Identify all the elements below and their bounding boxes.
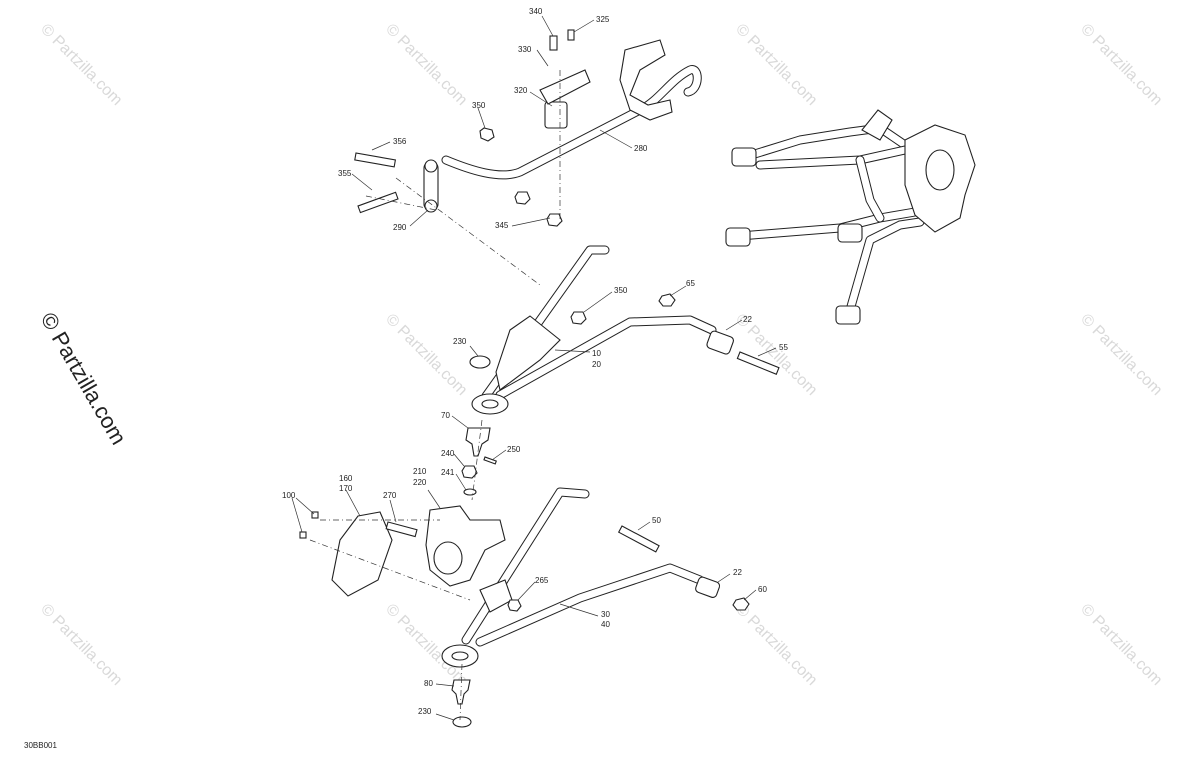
circlip-230-upper [469,355,491,369]
callout-170: 170 [339,484,353,493]
assembled-suspension-view [725,109,976,325]
callout-65: 65 [686,279,695,288]
callout-160: 160 [339,474,353,483]
bolt-325 [567,29,575,41]
upper-arm-gusset [495,315,561,391]
diagram-code: 30BB001 [24,741,57,750]
callout-60: 60 [758,585,767,594]
callout-22-lower: 22 [733,568,742,577]
callout-80: 80 [424,679,433,688]
nut-350-mid [570,311,587,325]
bolt-356 [354,152,397,168]
stabilizer-bushing [544,101,568,129]
callout-labels: 340 325 330 320 350 356 355 290 280 345 … [282,7,788,716]
leader-lines [291,15,777,721]
lower-a-arm [441,487,750,728]
assembled-mount-bracket [861,109,893,141]
screw-100-a [311,511,319,519]
link-end-upper [424,159,438,173]
callout-270: 270 [383,491,397,500]
nut-345-a [514,191,531,205]
callout-10: 10 [592,349,601,358]
upper-bushing-22 [706,330,734,355]
callout-250: 250 [507,445,521,454]
screw-100-b [299,531,307,539]
callout-220: 220 [413,478,427,487]
watermark-bl: © Partzilla.com [37,601,125,689]
callout-356: 356 [393,137,407,146]
knuckle-assembly [299,505,506,597]
stabilizer-mount-bracket [619,39,673,121]
bolt-355 [357,191,399,214]
callout-265: 265 [535,576,549,585]
assembled-bushing-a [731,147,757,167]
callout-40: 40 [601,620,610,629]
watermark-tc2: © Partzilla.com [732,21,820,109]
callout-290: 290 [393,223,407,232]
bushing-clamp [539,69,591,105]
cotter-pin-250 [483,456,497,465]
watermark-bc2: © Partzilla.com [732,601,820,689]
callout-330: 330 [518,45,532,54]
nut-240 [461,465,478,479]
nut-350-top [479,127,495,142]
callout-240: 240 [441,449,455,458]
watermark-mr: © Partzilla.com [1077,311,1165,399]
callout-230-upper: 230 [453,337,467,346]
callout-210: 210 [413,467,427,476]
callout-30: 30 [601,610,610,619]
callout-350-top: 350 [472,101,486,110]
callout-340: 340 [529,7,543,16]
upper-bolt-55 [736,351,780,375]
callout-20: 20 [592,360,601,369]
ball-joint-70 [465,427,491,457]
callout-70: 70 [441,411,450,420]
knuckle-protector [331,511,393,597]
circlip-230-lower [452,716,472,728]
watermark-tc1: © Partzilla.com [382,21,470,109]
callout-350-mid: 350 [614,286,628,295]
lower-bushing-22 [695,576,721,598]
wheel-knuckle [425,505,506,587]
assembled-bushing-d [835,305,861,325]
bolt-340 [549,35,558,51]
callout-55: 55 [779,343,788,352]
watermark-ml: © Partzilla.com [382,311,470,399]
callout-280: 280 [634,144,648,153]
alignment-lines [309,70,561,721]
lower-nut-60 [732,597,750,611]
upper-a-arm [461,245,780,496]
link-end-lower [424,199,438,213]
bolt-270 [385,521,418,538]
callout-241: 241 [441,468,455,477]
callout-230-lower: 230 [418,707,432,716]
callout-50: 50 [652,516,661,525]
stabilizer-bar-assembly [354,29,702,227]
watermark-tl: © Partzilla.com [37,21,125,109]
callout-100: 100 [282,491,296,500]
assembled-bushing-c [837,223,863,243]
watermark-tr: © Partzilla.com [1077,21,1165,109]
nut-345-b [546,213,563,227]
lower-bolt-50 [617,525,660,553]
callout-320: 320 [514,86,528,95]
watermark-br: © Partzilla.com [1077,601,1165,689]
callout-22-upper: 22 [743,315,752,324]
assembled-bushing-b [725,227,751,247]
callout-325: 325 [596,15,610,24]
callout-345: 345 [495,221,509,230]
side-watermark: © Partzilla.com [36,308,132,449]
upper-nut-65 [658,293,676,307]
nut-265 [507,599,522,612]
callout-355: 355 [338,169,352,178]
